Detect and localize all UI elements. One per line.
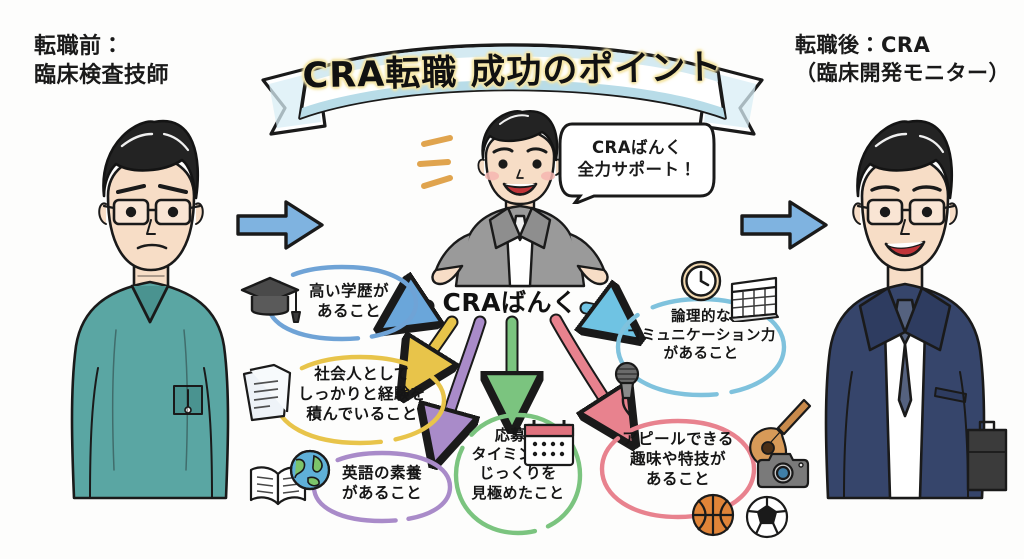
- point-text-experience: 社会人として しっかりと経験を 積んでいること: [297, 365, 426, 423]
- arrow-right-icon: [740, 200, 828, 250]
- label-before-career: 転職前： 臨床検査技師: [34, 34, 170, 89]
- label-after-career: 転職後：CRA （臨床開発モニター）: [795, 33, 1010, 85]
- point-bubble-education: 高い学歴が あること: [262, 262, 422, 344]
- microphone-icon: [608, 360, 652, 434]
- speech-bubble-text: CRAばんく 全力サポート！: [577, 138, 697, 180]
- character-cra-professional: [800, 100, 1012, 534]
- point-text-education: 高い学歴が あること: [308, 282, 389, 320]
- basketball-icon: [690, 492, 736, 542]
- point-text-english: 英語の素養 があること: [341, 464, 422, 502]
- clock-icon: [678, 258, 724, 308]
- transition-arrow-left: [234, 196, 326, 258]
- transition-arrow-right: [738, 196, 830, 258]
- point-bubble-hobby: アピールできる 趣味や特技が あること: [596, 416, 760, 522]
- globe-icon: [288, 448, 332, 496]
- speech-bubble-shape: [558, 122, 716, 208]
- point-bubble-communication: 論理的な コミュニケーション力 があること: [612, 294, 790, 400]
- character-cra-advisor: [430, 108, 610, 292]
- arrow-right-icon: [236, 200, 324, 250]
- banner-ribbon-icon: [261, 43, 764, 136]
- calendar-icon: [520, 414, 578, 472]
- point-text-hobby: アピールできる 趣味や特技が あること: [622, 430, 734, 488]
- camera-icon: [756, 448, 810, 494]
- calendar-icon: [726, 272, 782, 326]
- graduation-cap-icon: [238, 272, 302, 328]
- title-banner: CRA転職 成功のポイント: [255, 22, 770, 137]
- bubble-outline-communication: [615, 296, 787, 398]
- point-bubble-experience: 社会人として しっかりと経験を 積んでいること: [270, 352, 450, 448]
- soccer-ball-icon: [744, 494, 790, 544]
- bubble-outline-hobby: [599, 418, 757, 520]
- hub-label-cra-bank: CRAばんく: [442, 288, 578, 317]
- point-text-communication: 論理的な コミュニケーション力 があること: [626, 309, 776, 363]
- speech-bubble: CRAばんく 全力サポート！: [558, 118, 716, 208]
- documents-icon: [240, 362, 296, 430]
- sparkle-lines-icon: [416, 132, 464, 200]
- character-lab-technician: [46, 100, 256, 534]
